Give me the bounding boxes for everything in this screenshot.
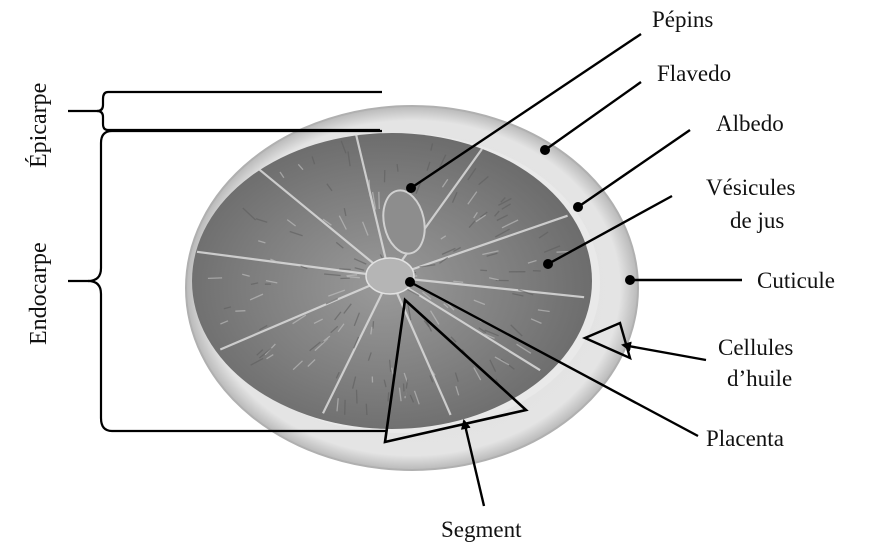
- label-flavedo: Flavedo: [657, 61, 731, 86]
- vesicules-dot: [543, 259, 553, 269]
- fruit-section: [186, 106, 638, 470]
- placenta-dot: [405, 277, 415, 287]
- vesicle-stroke: [369, 180, 370, 197]
- label-cellules-line2: d’huile: [727, 366, 792, 391]
- cellules-arrow: [623, 345, 706, 360]
- albedo-leader: [578, 130, 690, 207]
- placenta-core: [366, 258, 414, 294]
- albedo-dot: [573, 202, 583, 212]
- label-albedo: Albedo: [716, 111, 784, 136]
- flavedo-dot: [540, 145, 550, 155]
- label-epicarpe: Épicarpe: [26, 83, 52, 168]
- flavedo-leader: [545, 82, 641, 150]
- vesicle-stroke: [388, 392, 389, 401]
- pepins-dot: [406, 183, 416, 193]
- vesicle-stroke: [366, 404, 367, 415]
- vesicle-stroke: [404, 384, 405, 392]
- label-vesicules-line2: de jus: [730, 208, 784, 233]
- cuticule-dot: [625, 275, 635, 285]
- vesicle-stroke: [208, 278, 222, 279]
- label-cellules-line1: Cellules: [718, 335, 793, 360]
- vesicle-stroke: [357, 390, 358, 404]
- label-placenta: Placenta: [706, 426, 784, 451]
- label-endocarpe: Endocarpe: [26, 242, 52, 345]
- vesicle-stroke: [397, 164, 398, 172]
- vesicle-stroke: [373, 321, 374, 328]
- label-vesicules-line1: Vésicules: [706, 175, 795, 200]
- label-segment: Segment: [441, 517, 522, 542]
- label-cuticule: Cuticule: [757, 268, 835, 293]
- vesicle-stroke: [235, 311, 245, 312]
- vesicle-stroke: [379, 192, 380, 209]
- vesicle-stroke: [339, 269, 351, 270]
- vesicle-stroke: [480, 270, 487, 271]
- label-pepins: Pépins: [652, 7, 713, 32]
